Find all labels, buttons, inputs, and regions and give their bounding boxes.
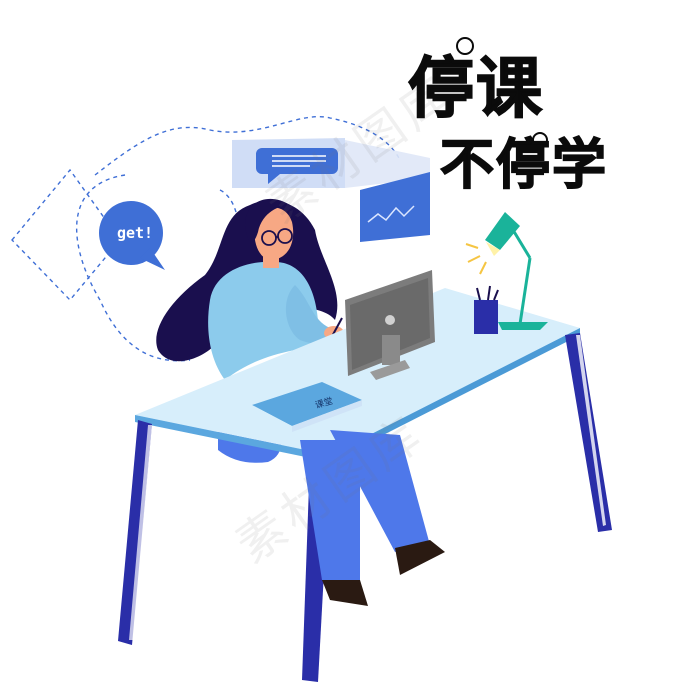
person-legs (300, 430, 445, 606)
person-arm (285, 285, 338, 344)
book (252, 382, 362, 432)
bubble-label: get! (116, 224, 154, 242)
pen-cup (474, 285, 499, 334)
monitor (345, 270, 435, 380)
title-line-2: 不停学 (439, 133, 608, 196)
floating-chat-panel (232, 138, 430, 188)
floating-chart-panel (360, 172, 430, 242)
hair-front (245, 198, 290, 243)
desk-lamp (465, 212, 548, 330)
title-line-1: 停课 (407, 50, 544, 127)
title-decoration (456, 37, 548, 148)
get-speech-bubble (99, 201, 165, 270)
glasses-icon (261, 228, 293, 246)
